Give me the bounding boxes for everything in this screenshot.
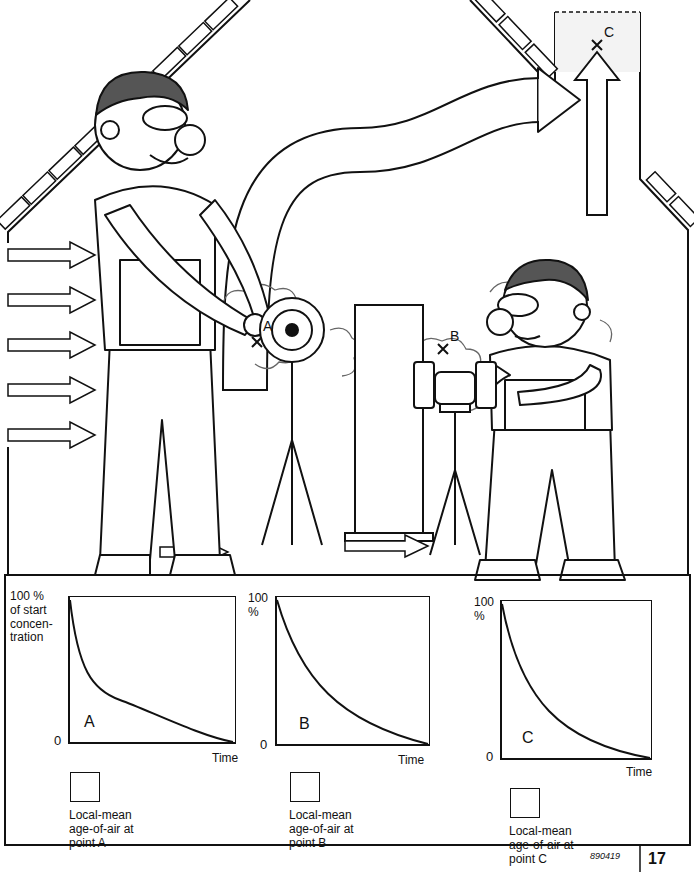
worker-right — [470, 260, 625, 580]
axis-label: 100 % — [248, 592, 270, 620]
decay-curve — [70, 600, 650, 758]
graph-box: B — [275, 596, 430, 746]
graph-box: C — [500, 600, 652, 760]
box-caption: Local-mean age-of-air at point B — [289, 809, 355, 850]
axis-label: Time — [212, 752, 238, 766]
page-number: 17 — [648, 850, 666, 868]
exhaust-arrow — [575, 52, 619, 215]
point-label: C — [604, 24, 614, 40]
box-caption: Local-mean age-of-air at point A — [69, 809, 135, 850]
curve-letter: C — [522, 729, 534, 747]
page-corner — [639, 845, 641, 872]
figure-code: 890419 — [590, 851, 620, 861]
curve-letter: B — [299, 715, 310, 733]
axis-label: 0 — [260, 738, 267, 753]
axis-label: 100 % of start concen- tration — [10, 590, 55, 645]
graph-box: A — [68, 596, 236, 744]
inlet-arrows — [8, 242, 95, 448]
chart-panel — [5, 575, 690, 845]
axis-label: 0 — [486, 750, 493, 765]
wall-line — [7, 447, 9, 575]
partition-screen — [345, 305, 433, 541]
axis-label: 0 — [54, 734, 61, 749]
axis-label: 100 % — [474, 596, 496, 624]
point-label: B — [450, 328, 459, 344]
grinder — [260, 298, 324, 545]
value-box: Local-mean age-of-air at point A — [70, 772, 100, 802]
box-caption: Local-mean age-of-air at point C — [509, 825, 575, 866]
axis-label: Time — [398, 754, 424, 768]
chimney-top — [555, 11, 640, 13]
point-label: A — [263, 318, 272, 334]
value-box: Local-mean age-of-air at point C — [510, 788, 540, 818]
worker-left — [95, 72, 285, 575]
axis-label: Time — [626, 766, 652, 780]
curve-letter: A — [84, 713, 95, 731]
value-box: Local-mean age-of-air at point B — [290, 772, 320, 802]
bench-grinder — [414, 362, 496, 555]
